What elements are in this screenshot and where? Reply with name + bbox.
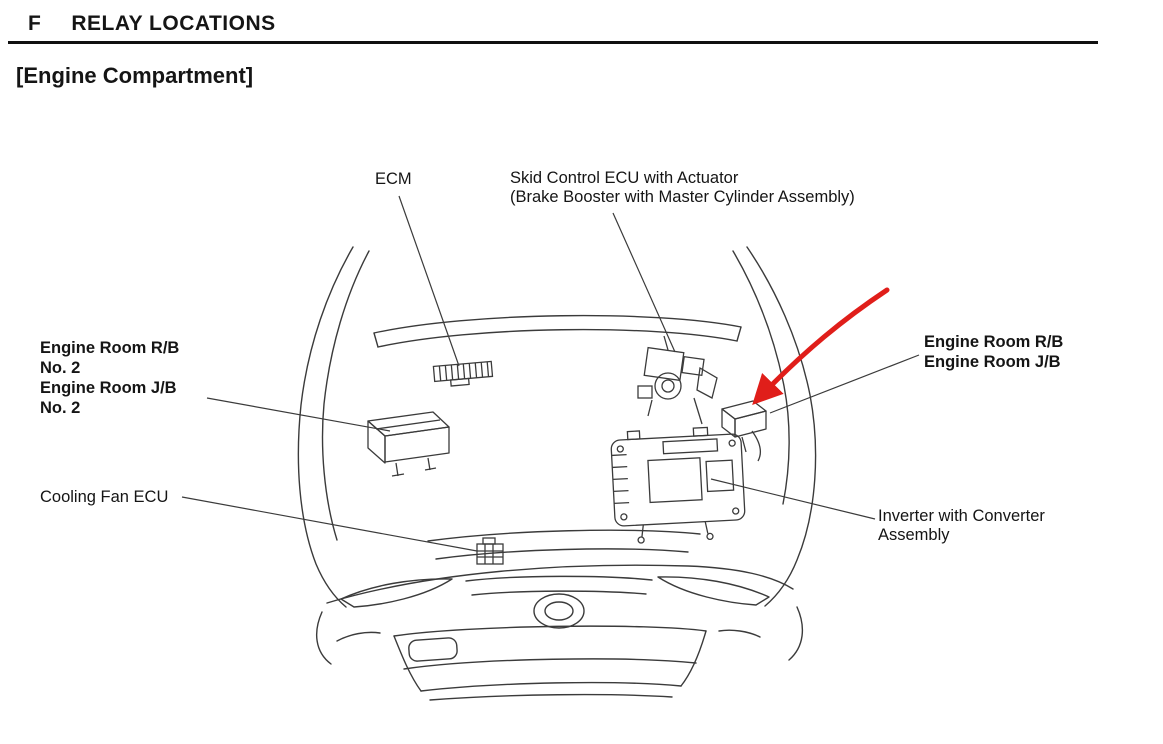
engine-room-rb-jb-component: [721, 400, 767, 462]
title-underline: [8, 41, 1098, 44]
engine-room-rb-no2-component: [367, 411, 450, 477]
section-title: F RELAY LOCATIONS: [28, 12, 276, 36]
skid-control-ecu-component: [637, 335, 718, 425]
leader-right-rb: [769, 354, 920, 414]
label-ecm: ECM: [375, 170, 412, 188]
leader-left-rb: [206, 397, 391, 432]
label-engine-room-rb-jb: Engine Room R/B Engine Room J/B: [924, 333, 1064, 371]
leader-cooling-fan: [181, 496, 478, 552]
leader-skid-control: [612, 212, 676, 353]
ecm-component: [432, 360, 494, 387]
inverter-component: [610, 426, 746, 544]
label-cooling-fan-ecu: Cooling Fan ECU: [40, 488, 169, 506]
leader-inverter: [710, 478, 876, 520]
label-inverter: Inverter with Converter Assembly: [878, 507, 1045, 544]
red-arrow-icon: [752, 287, 890, 406]
cooling-fan-ecu-component: [476, 537, 504, 565]
label-engine-room-rb-no2: Engine Room R/B No. 2 Engine Room J/B No…: [40, 339, 180, 417]
subsection-title: [Engine Compartment]: [16, 63, 254, 88]
car-body-outline: [297, 246, 817, 701]
leader-ecm: [398, 195, 460, 367]
section-letter: F: [28, 12, 42, 35]
label-skid-control: Skid Control ECU with Actuator (Brake Bo…: [510, 169, 855, 206]
leader-lines: [181, 195, 920, 552]
section-title-text: RELAY LOCATIONS: [71, 12, 276, 35]
